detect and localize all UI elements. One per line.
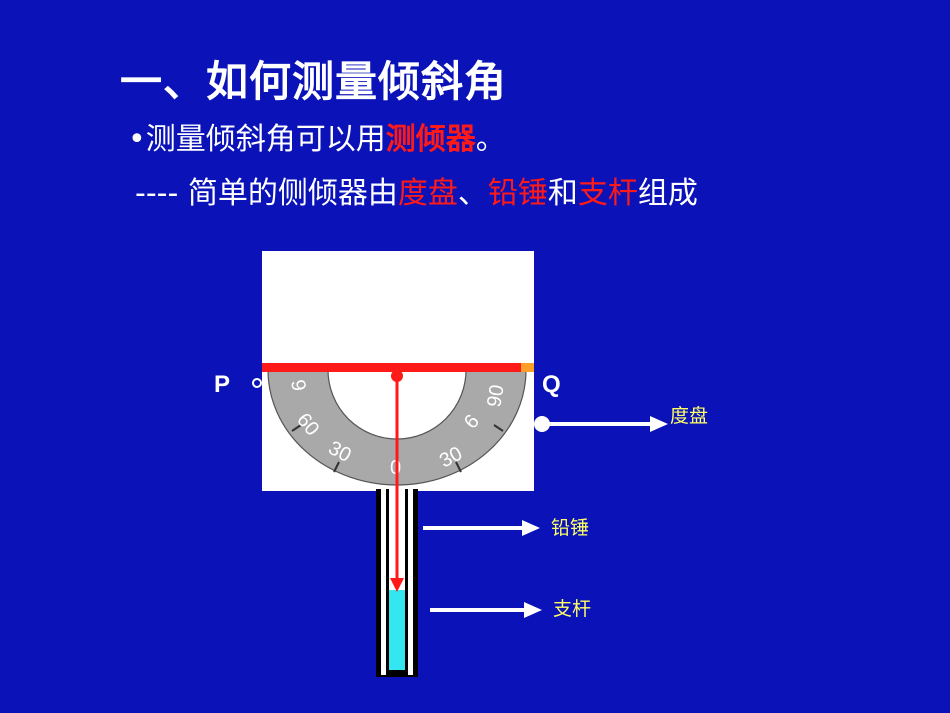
point-p-label: P (214, 371, 230, 398)
sub-line-part-plumb: 铅锤 (487, 176, 548, 211)
sub-line-suffix: 组成 (637, 176, 698, 211)
plumb-bob (390, 578, 404, 592)
point-p-marker (252, 378, 262, 388)
plumb-callout-label: 铅锤 (551, 517, 589, 539)
pq-sight-bar (262, 363, 534, 372)
sub-line-sep2: 和 (547, 176, 578, 211)
sub-line-prefix: ---- 简单的侧倾器由 (135, 176, 398, 211)
bullet-symbol: • (128, 122, 146, 157)
dial-callout-dot (534, 416, 550, 432)
bullet-line: •测量倾斜角可以用测倾器。 (128, 114, 506, 158)
dial-callout-label: 度盘 (670, 405, 708, 427)
protractor-dial (267, 369, 527, 486)
rod-callout-label: 支杆 (553, 598, 591, 620)
dial-label-right-90: 90 (483, 383, 509, 409)
dial-label-left-90: 9 (286, 378, 310, 393)
rod-callout-arrow-icon (524, 602, 542, 618)
pivot-point (391, 370, 403, 382)
dial-callout-arrow-icon (650, 416, 668, 432)
sub-line-sep1: 、 (457, 176, 488, 211)
sub-line-part-rod: 支杆 (577, 176, 638, 211)
sub-line: ---- 简单的侧倾器由度盘、铅锤和支杆组成 (135, 168, 698, 212)
bullet-text-after: 。 (475, 122, 506, 157)
point-q-label: Q (542, 371, 561, 398)
rod-fill (389, 590, 405, 670)
bullet-text-before: 测量倾斜角可以用 (145, 122, 386, 157)
bullet-highlight: 测倾器 (385, 122, 476, 157)
plumb-callout-arrow-icon (522, 520, 540, 536)
sub-line-part-dial: 度盘 (397, 176, 458, 211)
slide-title: 一、如何测量倾斜角 (120, 57, 508, 106)
